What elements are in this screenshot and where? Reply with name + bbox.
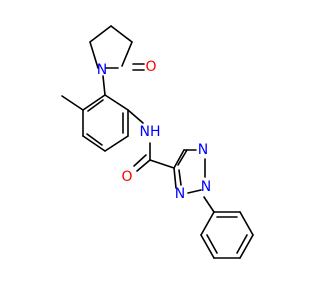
atom-n-triazole-top: N — [198, 142, 208, 158]
bond — [82, 135, 106, 152]
bond — [121, 41, 133, 67]
bond — [187, 189, 202, 194]
bond — [61, 95, 84, 111]
bond — [89, 41, 99, 69]
bond — [203, 196, 215, 213]
phenyl-ring — [200, 211, 254, 259]
atom-n-triazole-left: N — [175, 186, 185, 202]
bond — [178, 169, 182, 186]
atom-nh-amide: NH — [140, 124, 161, 140]
bond — [200, 211, 215, 236]
atom-n-triazole-mid: N — [201, 179, 211, 195]
bond — [82, 94, 106, 111]
bond — [173, 149, 185, 169]
atom-n-lactam: N — [97, 62, 107, 78]
bond — [127, 109, 144, 124]
bond — [89, 25, 112, 43]
atom-o-lactam: O — [145, 59, 156, 75]
bond — [110, 25, 133, 43]
bond — [173, 167, 177, 189]
bond — [149, 159, 175, 169]
bond — [177, 149, 188, 166]
triazole-ring — [173, 149, 206, 194]
bond — [87, 99, 104, 112]
structure-svg: O N NH H O N N N — [61, 25, 254, 259]
bond — [104, 94, 129, 111]
bond — [200, 234, 215, 259]
atom-o-amide: O — [121, 169, 132, 185]
methylphenyl-ring — [61, 94, 129, 152]
bond — [239, 211, 254, 236]
molecule-diagram: O N NH H O N N N — [61, 25, 254, 259]
bond — [133, 154, 147, 167]
bond — [86, 133, 103, 146]
bond — [236, 234, 248, 254]
bond — [104, 135, 129, 152]
bond — [102, 75, 106, 96]
bond — [206, 234, 218, 254]
bond — [136, 159, 151, 172]
bond — [239, 234, 254, 259]
pyrrolidinone-ring — [89, 25, 145, 71]
